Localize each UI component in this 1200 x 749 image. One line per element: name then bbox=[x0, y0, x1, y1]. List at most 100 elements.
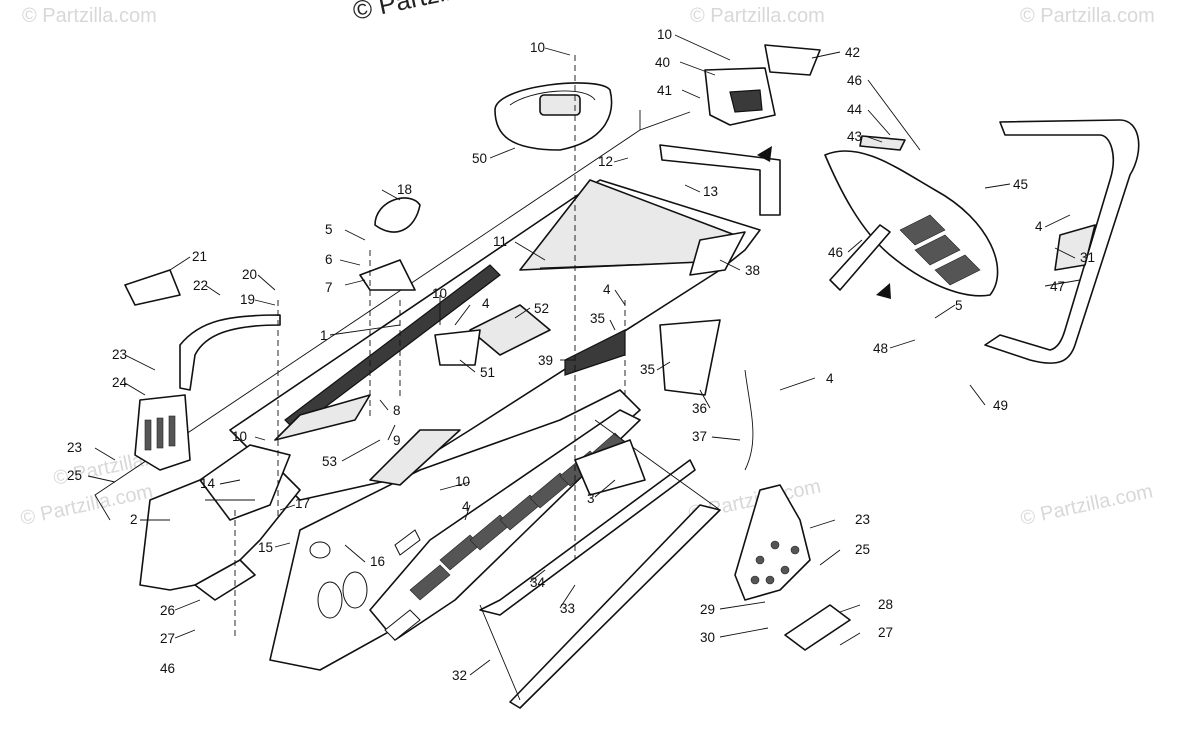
callout-39: 39 bbox=[538, 353, 553, 368]
callout-23: 23 bbox=[67, 440, 82, 455]
footrest-left bbox=[124, 269, 281, 471]
callout-10: 10 bbox=[530, 40, 545, 55]
callout-7: 7 bbox=[325, 280, 333, 295]
callout-27: 27 bbox=[160, 631, 175, 646]
callout-10: 10 bbox=[657, 27, 672, 42]
callout-5: 5 bbox=[955, 298, 963, 313]
callout-12: 12 bbox=[598, 154, 613, 169]
callout-20: 20 bbox=[242, 267, 257, 282]
callout-3: 3 bbox=[587, 491, 595, 506]
tunnel-assembly bbox=[139, 179, 761, 671]
callout-27: 27 bbox=[878, 625, 893, 640]
callout-43: 43 bbox=[847, 129, 862, 144]
watermark: © Partzilla.com bbox=[1018, 480, 1154, 530]
callout-23: 23 bbox=[112, 347, 127, 362]
callout-10: 10 bbox=[432, 286, 447, 301]
callout-35: 35 bbox=[590, 311, 605, 326]
strap-46 bbox=[829, 224, 891, 291]
callout-47: 47 bbox=[1050, 279, 1065, 294]
watermark: © Partzilla.com bbox=[22, 5, 157, 27]
callout-32: 32 bbox=[452, 668, 467, 683]
callout-52: 52 bbox=[534, 301, 549, 316]
callout-10: 10 bbox=[455, 474, 470, 489]
callout-48: 48 bbox=[873, 341, 888, 356]
callout-4: 4 bbox=[826, 371, 834, 386]
callout-11: 11 bbox=[493, 234, 507, 249]
callout-46: 46 bbox=[828, 245, 843, 260]
callout-44: 44 bbox=[847, 102, 863, 117]
callout-28: 28 bbox=[878, 597, 893, 612]
callout-10: 10 bbox=[232, 429, 247, 444]
callout-49: 49 bbox=[993, 398, 1008, 413]
callout-40: 40 bbox=[655, 55, 670, 70]
arrow-icon bbox=[876, 283, 891, 299]
callouts: 1 2 3 4 4 4 4 4 5 5 6 7 8 9 10 10 10 10 … bbox=[67, 27, 1095, 683]
callout-5: 5 bbox=[325, 222, 333, 237]
cover-51 bbox=[434, 329, 481, 366]
callout-51: 51 bbox=[480, 365, 495, 380]
callout-45: 45 bbox=[1013, 177, 1028, 192]
guard-36 bbox=[659, 319, 721, 396]
callout-9: 9 bbox=[393, 433, 401, 448]
callout-33: 33 bbox=[560, 601, 575, 616]
direction-arrows bbox=[757, 146, 891, 299]
cover-26 bbox=[194, 559, 256, 601]
leader-lines bbox=[87, 34, 1081, 676]
callout-37: 37 bbox=[692, 429, 707, 444]
callout-34: 34 bbox=[530, 575, 546, 590]
callout-6: 6 bbox=[325, 252, 333, 267]
callout-50: 50 bbox=[472, 151, 487, 166]
callout-4: 4 bbox=[482, 296, 490, 311]
callout-29: 29 bbox=[700, 602, 715, 617]
callout-15: 15 bbox=[258, 540, 273, 555]
callout-30: 30 bbox=[700, 630, 715, 645]
callout-24: 24 bbox=[112, 375, 128, 390]
callout-17: 17 bbox=[295, 496, 310, 511]
callout-25: 25 bbox=[855, 542, 870, 557]
callout-22: 22 bbox=[193, 278, 208, 293]
rail-13 bbox=[659, 144, 781, 216]
callout-4: 4 bbox=[1035, 219, 1043, 234]
rear-bracket-40 bbox=[704, 44, 821, 126]
callout-8: 8 bbox=[393, 403, 401, 418]
bracket-7 bbox=[359, 259, 416, 291]
callout-18: 18 bbox=[397, 182, 412, 197]
flap-18 bbox=[374, 197, 421, 233]
tunnel-tubes bbox=[479, 419, 721, 709]
watermark: © Partzilla.com bbox=[350, 0, 528, 26]
callout-41: 41 bbox=[657, 83, 672, 98]
callout-13: 13 bbox=[703, 184, 718, 199]
callout-46: 46 bbox=[847, 73, 862, 88]
callout-19: 19 bbox=[240, 292, 255, 307]
running-board-grips bbox=[409, 432, 626, 601]
callout-26: 26 bbox=[160, 603, 175, 618]
brace-3 bbox=[574, 439, 646, 496]
rear-bumper-47 bbox=[984, 119, 1140, 364]
watermark: © Partzilla.com bbox=[690, 5, 825, 27]
callout-35: 35 bbox=[640, 362, 655, 377]
callout-23: 23 bbox=[855, 512, 870, 527]
seat-base-50 bbox=[494, 82, 613, 151]
callout-46: 46 bbox=[160, 661, 175, 676]
callout-16: 16 bbox=[370, 554, 385, 569]
arrow-icon bbox=[757, 146, 772, 162]
callout-36: 36 bbox=[692, 401, 707, 416]
callout-2: 2 bbox=[130, 512, 138, 527]
footrest-right bbox=[734, 484, 851, 651]
callout-14: 14 bbox=[200, 476, 216, 491]
callout-1: 1 bbox=[320, 328, 328, 343]
callout-53: 53 bbox=[322, 454, 337, 469]
callout-4: 4 bbox=[462, 499, 470, 514]
small-parts bbox=[194, 144, 891, 601]
assembly-outline bbox=[94, 110, 691, 521]
callout-31: 31 bbox=[1080, 250, 1095, 265]
watermark: © Partzilla.com bbox=[1020, 5, 1155, 27]
callout-38: 38 bbox=[745, 263, 760, 278]
callout-4: 4 bbox=[603, 282, 611, 297]
fastener-lines bbox=[234, 55, 626, 640]
callout-21: 21 bbox=[192, 249, 207, 264]
callout-42: 42 bbox=[845, 45, 860, 60]
callout-25: 25 bbox=[67, 468, 82, 483]
cable-37 bbox=[744, 369, 754, 471]
